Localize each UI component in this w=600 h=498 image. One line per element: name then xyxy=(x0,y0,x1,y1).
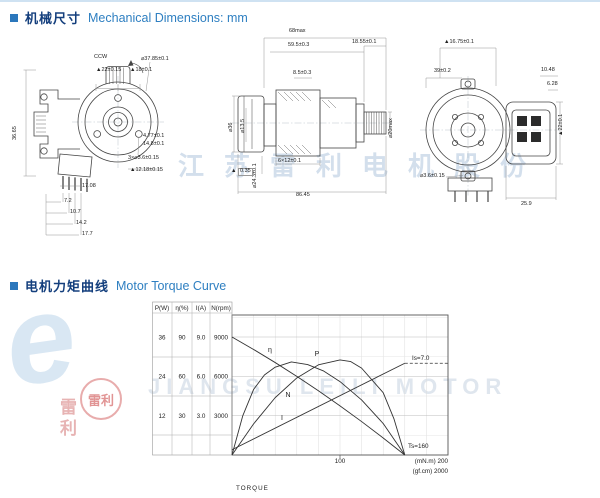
svg-text:3.0: 3.0 xyxy=(197,413,206,420)
dim-label: ⌀13.5 xyxy=(240,118,246,133)
dim-label: ▲22±0.15 xyxy=(96,67,122,73)
svg-text:Is=7.0: Is=7.0 xyxy=(412,355,430,362)
top-rule xyxy=(0,0,600,2)
section-header-mechanical: 机械尺寸 Mechanical Dimensions: mm xyxy=(10,8,248,27)
dim-label: 17.08 xyxy=(82,183,96,189)
svg-text:η(%): η(%) xyxy=(175,305,188,312)
dim-label: 59.5±0.3 xyxy=(288,42,310,48)
dim-label: 18.55±0.1 xyxy=(352,39,377,45)
dim-label: 10.48 xyxy=(541,67,555,73)
leili-red-seal: 雷利 xyxy=(80,378,122,420)
dim-label: ▲16.75±0.1 xyxy=(444,39,474,45)
svg-text:9.0: 9.0 xyxy=(197,334,206,341)
left-view-drawing xyxy=(33,60,159,192)
dim-label: 86.45 xyxy=(296,192,310,198)
datum-triangle: ▲ xyxy=(231,168,237,174)
dim-label: 39±0.2 xyxy=(434,68,451,74)
svg-text:30: 30 xyxy=(178,413,186,420)
leili-calligraphy: 雷利 xyxy=(57,398,76,440)
dim-label: 3×⌀3.6±0.15 xyxy=(128,155,159,161)
dim-label: 14.8±0.1 xyxy=(143,141,165,147)
dim-label: 0.35 xyxy=(238,168,253,176)
svg-text:TORQUE: TORQUE xyxy=(236,485,269,492)
svg-text:η: η xyxy=(268,347,272,354)
svg-text:6.0: 6.0 xyxy=(197,374,206,381)
middle-view-drawing xyxy=(237,89,387,157)
svg-text:3000: 3000 xyxy=(214,413,229,420)
svg-text:(mN.m) 200: (mN.m) 200 xyxy=(415,458,449,465)
dim-label: ⌀24.3±0.1 xyxy=(252,163,258,188)
left-view-dim-lines xyxy=(23,61,160,236)
dim-label: 36.65 xyxy=(12,126,18,140)
svg-text:P(W): P(W) xyxy=(155,305,169,312)
svg-text:9000: 9000 xyxy=(214,334,229,341)
svg-text:P: P xyxy=(315,351,320,358)
section-title-zh: 机械尺寸 xyxy=(25,11,82,26)
svg-text:6000: 6000 xyxy=(214,374,229,381)
dim-label: CCW xyxy=(94,54,108,60)
svg-text:N(rpm): N(rpm) xyxy=(211,305,231,312)
dim-label: ⌀36 xyxy=(228,122,234,132)
mechanical-drawings xyxy=(23,37,563,236)
svg-text:12: 12 xyxy=(158,413,166,420)
dim-label: 6.28 xyxy=(547,81,558,87)
dim-label: 10.7 xyxy=(70,209,81,215)
svg-text:24: 24 xyxy=(158,374,166,381)
svg-text:90: 90 xyxy=(178,334,186,341)
dim-label: ⌀3.6±0.15 xyxy=(420,173,445,179)
dim-label: 6×12±0.1 xyxy=(278,158,302,164)
section-title-en: Mechanical Dimensions: mm xyxy=(88,10,248,25)
dim-label: ▲12.18±0.15 xyxy=(130,167,163,173)
dim-label: 17.7 xyxy=(82,231,93,237)
right-view-dim-lines xyxy=(425,47,563,200)
dim-label: 25.9 xyxy=(521,201,532,207)
dim-label: 8.5±0.3 xyxy=(293,70,312,76)
section-header-torque-curve: 电机力矩曲线 Motor Torque Curve xyxy=(10,276,226,295)
dim-label: 68max xyxy=(289,28,306,34)
dim-label: ⌀37.85±0.1 xyxy=(141,56,169,62)
svg-text:N: N xyxy=(285,392,290,399)
svg-text:(gf.cm) 2000: (gf.cm) 2000 xyxy=(413,468,449,475)
dim-label: ▲18±0.1 xyxy=(130,67,153,73)
section-title-zh: 电机力矩曲线 xyxy=(25,279,110,294)
svg-text:I: I xyxy=(281,415,283,422)
svg-text:36: 36 xyxy=(158,334,166,341)
torque-curve-chart: P(W) η(%) I(A) N(rpm) 36 90 9.0 9000 24 60 6.0 6000… xyxy=(152,301,449,492)
middle-view-dim-lines xyxy=(232,37,392,194)
dim-label: ⌀20max xyxy=(388,118,394,138)
blue-square-bullet xyxy=(10,281,18,290)
dim-label: 4.77±0.1 xyxy=(143,133,165,139)
dim-label: 14.2 xyxy=(76,220,87,226)
section-title-en: Motor Torque Curve xyxy=(116,278,227,293)
blue-square-bullet xyxy=(10,13,18,22)
svg-text:60: 60 xyxy=(178,374,186,381)
dim-label: 7.2 xyxy=(64,198,72,204)
right-view-drawing xyxy=(425,78,557,202)
svg-text:Ts=160: Ts=160 xyxy=(408,443,429,450)
svg-text:100: 100 xyxy=(335,458,346,465)
svg-text:I(A): I(A) xyxy=(196,305,206,312)
dim-label: ▲22±0.1 xyxy=(558,113,564,136)
